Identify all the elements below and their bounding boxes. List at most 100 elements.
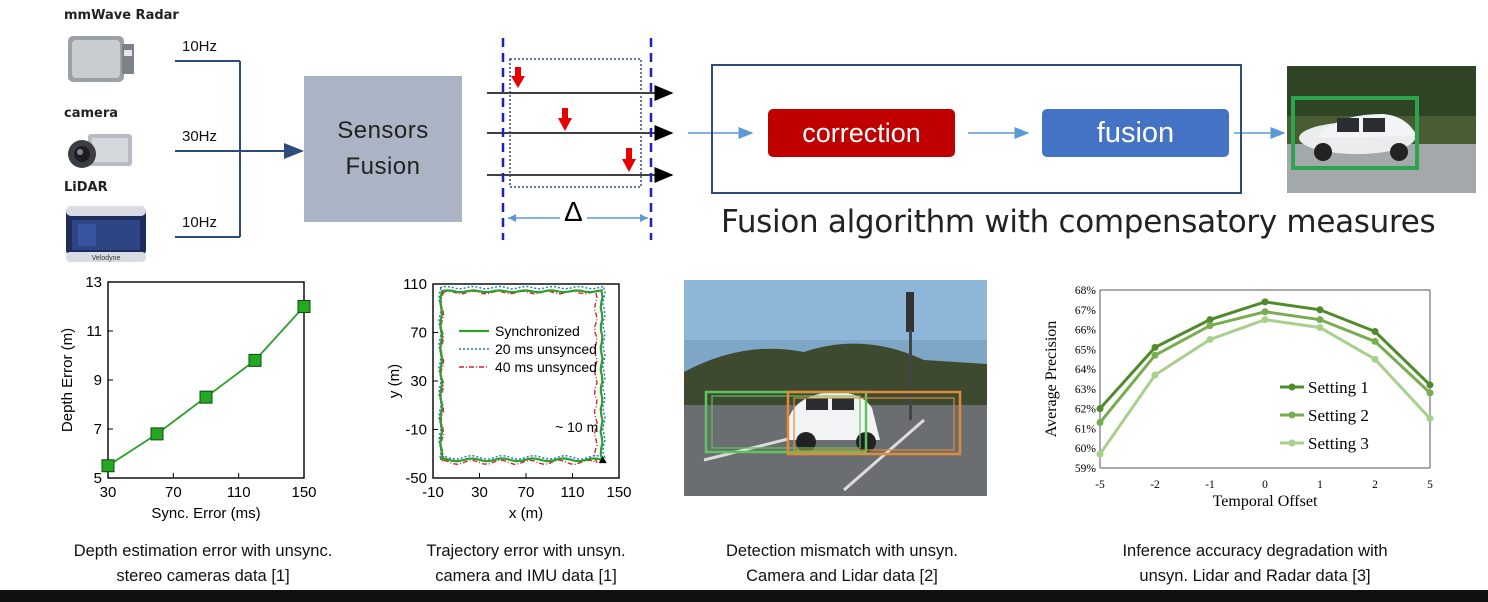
x-tick-label: 70: [165, 484, 182, 501]
lidar-brand-text: Velodyne: [92, 255, 121, 262]
legend-label: Setting 1: [1308, 378, 1369, 397]
fusion-line1: Sensors: [337, 117, 429, 144]
caption-inference: Inference accuracy degradation with unsy…: [1080, 539, 1430, 589]
series-point: [1206, 335, 1214, 343]
y-tick-label: 66%: [1075, 325, 1097, 337]
y-axis-label: Average Precision: [1043, 321, 1060, 438]
series-point: [1096, 419, 1104, 427]
x-tick-label: 150: [291, 484, 316, 501]
caption-inference-line2: unsyn. Lidar and Radar data [3]: [1139, 567, 1371, 585]
correction-box: correction: [768, 109, 955, 157]
y-tick-label: 63%: [1075, 384, 1097, 396]
y-tick-label: 60%: [1075, 443, 1097, 455]
camera-label: camera: [64, 106, 119, 121]
y-tick-label: 5: [94, 470, 102, 487]
series-point: [1316, 316, 1324, 324]
caption-trajectory: Trajectory error with unsyn. camera and …: [380, 539, 672, 589]
x-tick-label: -10: [422, 484, 444, 501]
caption-detection-line1: Detection mismatch with unsyn.: [725, 542, 958, 560]
trajectory-synchronized: [439, 289, 604, 463]
lidar-image: Velodyne: [66, 206, 146, 262]
x-tick-label: 1: [1317, 479, 1323, 491]
caption-detection: Detection mismatch with unsyn. Camera an…: [690, 539, 994, 589]
x-tick-label: -1: [1205, 479, 1215, 491]
series-line: [1098, 318, 1432, 456]
y-axis-label: y (m): [386, 364, 403, 398]
y-tick-label: 13: [85, 274, 102, 291]
lidar-rate: 10Hz: [182, 214, 218, 231]
caption-depth-line1: Depth estimation error with unsync.: [73, 542, 333, 560]
x-tick-label: 2: [1372, 479, 1378, 491]
y-tick-label: 61%: [1075, 423, 1097, 435]
series-point: [1426, 381, 1434, 389]
data-line: [107, 305, 305, 467]
x-tick-label: 0: [1262, 479, 1268, 491]
x-tick-label: 110: [227, 484, 251, 501]
x-tick-label: 5: [1427, 479, 1433, 491]
legend-label: 40 ms unsynced: [495, 359, 597, 375]
radar-rate: 10Hz: [182, 38, 218, 55]
x-tick-label: 150: [606, 484, 631, 501]
series-point: [1426, 415, 1434, 423]
series-point: [1151, 351, 1159, 359]
caption-depth: Depth estimation error with unsync. ster…: [45, 539, 361, 589]
caption-inference-line1: Inference accuracy degradation with: [1122, 542, 1388, 560]
x-axis-label: x (m): [509, 505, 543, 522]
x-tick-label: -2: [1150, 479, 1160, 491]
series-point: [1206, 322, 1214, 330]
radar-label: mmWave Radar: [64, 8, 179, 23]
x-axis-label: Temporal Offset: [1213, 493, 1318, 510]
legend-label: 20 ms unsynced: [495, 341, 597, 357]
series-point: [1371, 337, 1379, 345]
top-connectors: [175, 38, 1286, 240]
y-tick-label: 110: [403, 276, 427, 293]
fusion-box: fusion: [1042, 109, 1229, 157]
data-point: [199, 390, 213, 404]
x-tick-label: 30: [100, 484, 117, 501]
y-axis-label: Depth Error (m): [59, 328, 76, 432]
camera-image: [68, 134, 132, 168]
caption-detection-line2: Camera and Lidar data [2]: [746, 567, 938, 585]
data-point: [248, 353, 262, 367]
y-tick-label: 30: [410, 373, 427, 390]
data-point: [297, 300, 311, 313]
y-tick-label: 67%: [1075, 305, 1097, 317]
series-point: [1096, 405, 1104, 413]
y-tick-label: -10: [405, 422, 427, 439]
x-tick-label: 30: [471, 484, 488, 501]
y-tick-label: 68%: [1075, 285, 1097, 297]
legend-label: Synchronized: [495, 323, 580, 339]
y-tick-label: 65%: [1075, 344, 1097, 356]
delta-label: Δ: [560, 196, 587, 228]
data-point: [101, 459, 115, 473]
y-tick-label: 62%: [1075, 404, 1097, 416]
series-point: [1261, 308, 1269, 316]
series-point: [1261, 316, 1269, 324]
series-point: [1426, 389, 1434, 397]
data-point: [150, 427, 164, 441]
series-point: [1206, 316, 1214, 324]
legend-label: Setting 3: [1308, 434, 1369, 453]
distance-annotation: ~ 10 m: [555, 419, 598, 435]
x-tick-label: -5: [1095, 479, 1105, 491]
result-photo: [1287, 66, 1476, 193]
detection-photo: [684, 280, 987, 496]
series-point: [1371, 328, 1379, 336]
y-tick-label: 9: [94, 372, 102, 389]
annotation-arrow: [598, 456, 607, 464]
y-tick-label: -50: [405, 470, 427, 487]
series-point: [1371, 355, 1379, 363]
caption-trajectory-line1: Trajectory error with unsyn.: [426, 542, 626, 560]
radar-image: [68, 36, 134, 82]
fusion-line2: Fusion: [345, 153, 421, 180]
camera-rate: 30Hz: [182, 128, 218, 145]
series-point: [1316, 324, 1324, 332]
y-tick-label: 64%: [1075, 364, 1097, 376]
bottom-bar: [0, 590, 1488, 602]
x-tick-label: 70: [518, 484, 535, 501]
legend-label: Setting 2: [1308, 406, 1369, 425]
caption-depth-line2: stereo cameras data [1]: [116, 567, 290, 585]
x-axis-label: Sync. Error (ms): [151, 505, 260, 522]
